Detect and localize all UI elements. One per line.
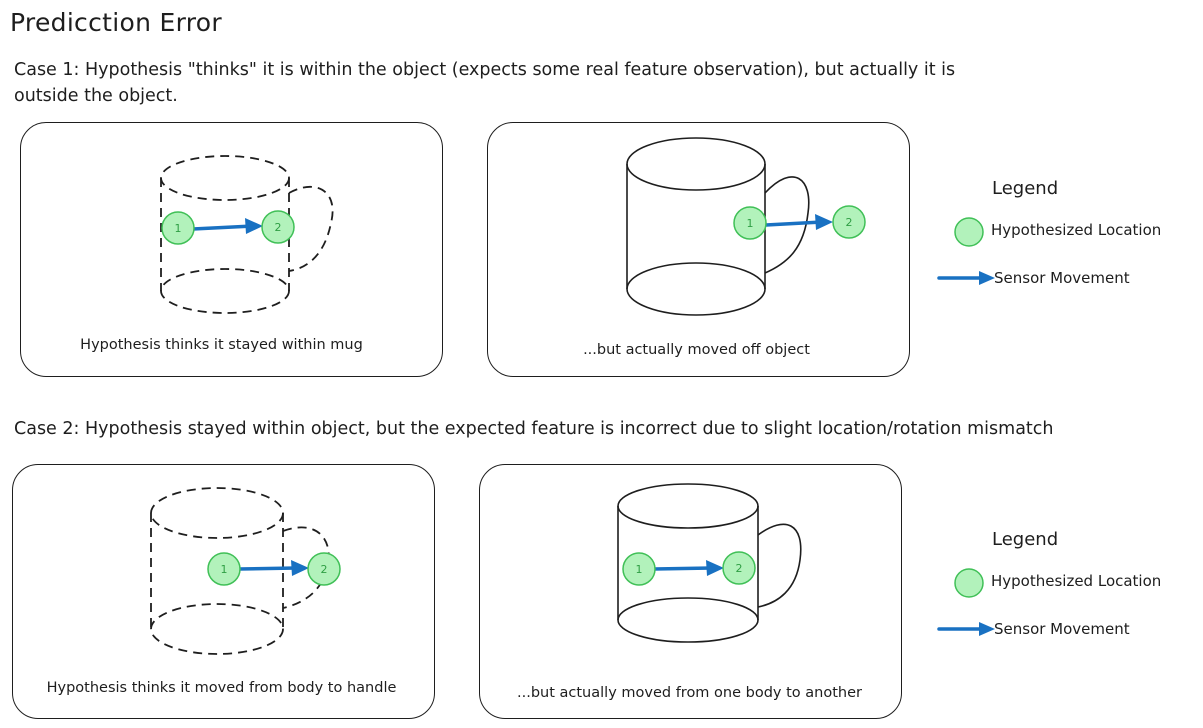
location-marker-2	[722, 551, 756, 585]
mug-handle	[282, 526, 330, 609]
mug-base	[626, 262, 766, 316]
arrow-swatch-icon	[937, 622, 995, 636]
location-marker-2-label: 2	[846, 216, 853, 229]
location-marker-2	[307, 552, 341, 586]
legend-item-movement: Sensor Movement	[935, 617, 1195, 647]
mug-handle	[757, 523, 802, 608]
movement-arrow-head	[245, 218, 263, 234]
case2-left-caption: Hypothesis thinks it moved from body to …	[46, 680, 397, 696]
mug-rim	[160, 155, 290, 201]
mug-base	[150, 603, 284, 655]
movement-arrow-shaft	[652, 566, 714, 571]
mug-rim	[150, 487, 284, 539]
movement-arrow-head	[706, 560, 724, 576]
location-marker-1-label: 1	[221, 563, 228, 576]
location-marker-2-label: 2	[736, 562, 743, 575]
location-marker-2	[832, 205, 866, 239]
movement-arrow-shaft	[764, 220, 824, 227]
legend: Legend Hypothesized Location Sensor Move…	[935, 529, 1195, 649]
legend-item-location: Hypothesized Location	[935, 216, 1195, 247]
legend-title: Legend	[992, 178, 1059, 199]
location-marker-1	[733, 206, 767, 240]
solid-mug-diagram: 1 2	[626, 137, 866, 316]
case1-actual-panel: 1 2 ...but actually moved off object	[487, 122, 910, 377]
case1-description: Case 1: Hypothesis "thinks" it is within…	[14, 60, 956, 106]
mug-base	[617, 597, 759, 643]
case1-right-caption: ...but actually moved off object	[583, 342, 810, 358]
legend-movement-label: Sensor Movement	[994, 269, 1130, 287]
legend-item-movement: Sensor Movement	[935, 266, 1195, 296]
legend-location-label: Hypothesized Location	[991, 572, 1162, 590]
case2-actual-panel: 1 2 ...but actually moved from one body …	[479, 464, 902, 719]
case2-right-caption: ...but actually moved from one body to a…	[517, 685, 862, 701]
location-swatch-icon	[954, 217, 984, 247]
legend: Legend Hypothesized Location Sensor Move…	[935, 178, 1195, 298]
mug-handle	[764, 176, 810, 274]
location-marker-2-label: 2	[321, 563, 328, 576]
dashed-mug-diagram: 1 2	[150, 487, 341, 655]
page-title: Predicction Error	[10, 8, 222, 37]
legend-title: Legend	[992, 529, 1059, 550]
movement-arrow-head	[815, 214, 833, 230]
legend-item-location: Hypothesized Location	[935, 567, 1195, 598]
dashed-mug-diagram: 1 2	[160, 155, 334, 314]
mug-base	[160, 268, 290, 314]
solid-mug-diagram: 1 2	[617, 483, 802, 643]
location-marker-2-label: 2	[275, 221, 282, 234]
movement-arrow-shaft	[237, 566, 299, 571]
case1-left-caption: Hypothesis thinks it stayed within mug	[80, 337, 363, 353]
location-marker-1-label: 1	[747, 217, 754, 230]
location-marker-1	[207, 552, 241, 586]
mug-handle	[288, 185, 334, 272]
location-marker-1-label: 1	[175, 222, 182, 235]
mug-rim	[617, 483, 759, 529]
location-marker-1-label: 1	[636, 563, 643, 576]
location-marker-1	[622, 552, 656, 586]
case1-hypothesis-panel: 1 2 Hypothesis thinks it stayed within m…	[20, 122, 443, 377]
legend-movement-label: Sensor Movement	[994, 620, 1130, 638]
arrow-swatch-icon	[937, 271, 995, 285]
location-marker-2	[261, 210, 295, 244]
location-swatch-icon	[954, 568, 984, 598]
movement-arrow-shaft	[191, 224, 255, 231]
location-marker-1	[161, 211, 195, 245]
case2-hypothesis-panel: 1 2 Hypothesis thinks it moved from body…	[12, 464, 435, 719]
movement-arrow-head	[291, 560, 309, 576]
legend-location-label: Hypothesized Location	[991, 221, 1162, 239]
case2-description: Case 2: Hypothesis stayed within object,…	[14, 419, 1054, 439]
mug-rim	[626, 137, 766, 191]
